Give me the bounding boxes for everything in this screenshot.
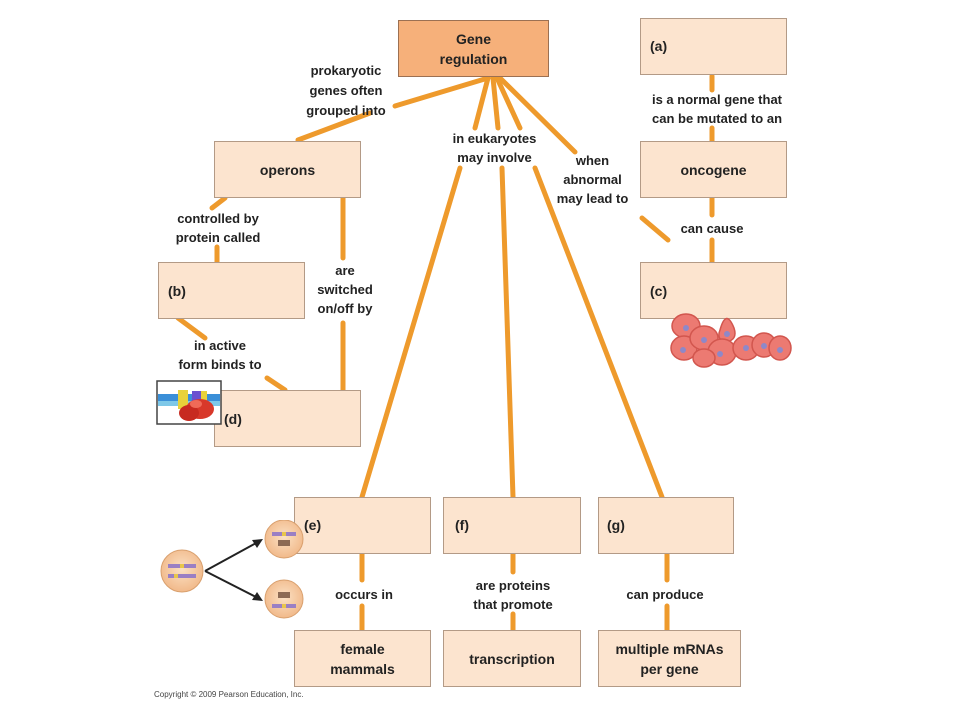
- connector-line: [472, 75, 491, 131]
- dna-repressor-icon: [156, 380, 222, 425]
- node-f-label: (f): [455, 517, 469, 533]
- node-gene-regulation: [398, 20, 549, 77]
- connector-line: [499, 165, 516, 500]
- cancer-cells-icon: [670, 313, 792, 368]
- node-multiple-mrnas-text: multiple mRNAs per gene: [615, 640, 724, 677]
- node-b: [158, 262, 305, 319]
- link-are-proteins: are proteins that promote: [473, 578, 553, 612]
- link-abnormal: when abnormal may lead to: [556, 153, 629, 206]
- node-g: [598, 497, 734, 554]
- copyright-text: Copyright © 2009 Pearson Education, Inc.: [154, 690, 304, 699]
- link-occurs-in: occurs in: [335, 587, 393, 602]
- connector-line: [490, 75, 501, 131]
- node-multiple-mrnas: [598, 630, 741, 687]
- link-prokaryotic: prokaryotic genes often grouped into: [306, 63, 386, 118]
- link-normal-gene: is a normal gene that can be mutated to …: [651, 92, 783, 126]
- node-oncogene-text: oncogene: [680, 161, 747, 178]
- node-oncogene: [640, 141, 787, 198]
- link-controlled-by: controlled by protein called: [175, 211, 261, 245]
- connector-line: [532, 165, 665, 500]
- node-f: [443, 497, 581, 554]
- node-female-mammals-text: female mammals: [330, 640, 395, 677]
- connector-line: [494, 75, 523, 131]
- node-d-label: (d): [224, 411, 242, 427]
- connector-line: [264, 375, 288, 393]
- node-a-label: (a): [650, 38, 668, 54]
- connector-line: [175, 315, 208, 341]
- connector-line: [295, 110, 373, 143]
- connector-line: [497, 75, 578, 155]
- node-e-label: (e): [304, 517, 322, 533]
- connector-line: [209, 195, 228, 211]
- node-a: [640, 18, 787, 75]
- node-transcription: [443, 630, 581, 687]
- connector-line: [639, 215, 671, 243]
- link-switched: are switched on/off by: [317, 263, 373, 316]
- node-b-label: (b): [168, 283, 186, 299]
- connector-line: [392, 75, 491, 109]
- link-can-produce: can produce: [626, 587, 704, 602]
- x-inactivation-cells-icon: [160, 520, 304, 619]
- node-female-mammals: [294, 630, 431, 687]
- node-operons: [214, 141, 361, 198]
- link-active-form: in active form binds to: [178, 338, 262, 372]
- node-c-label: (c): [650, 283, 668, 299]
- node-gene-regulation-text: Gene regulation: [439, 30, 508, 67]
- node-operons-text: operons: [259, 161, 316, 178]
- node-transcription-text: transcription: [469, 650, 555, 667]
- link-can-cause: can cause: [680, 221, 744, 236]
- connector-lines: [175, 73, 715, 633]
- node-c: [640, 262, 787, 319]
- connector-line: [359, 165, 463, 500]
- node-g-label: (g): [607, 517, 625, 533]
- link-eukaryotes: in eukaryotes may involve: [452, 131, 537, 165]
- node-d: [214, 390, 361, 447]
- node-e: [294, 497, 431, 554]
